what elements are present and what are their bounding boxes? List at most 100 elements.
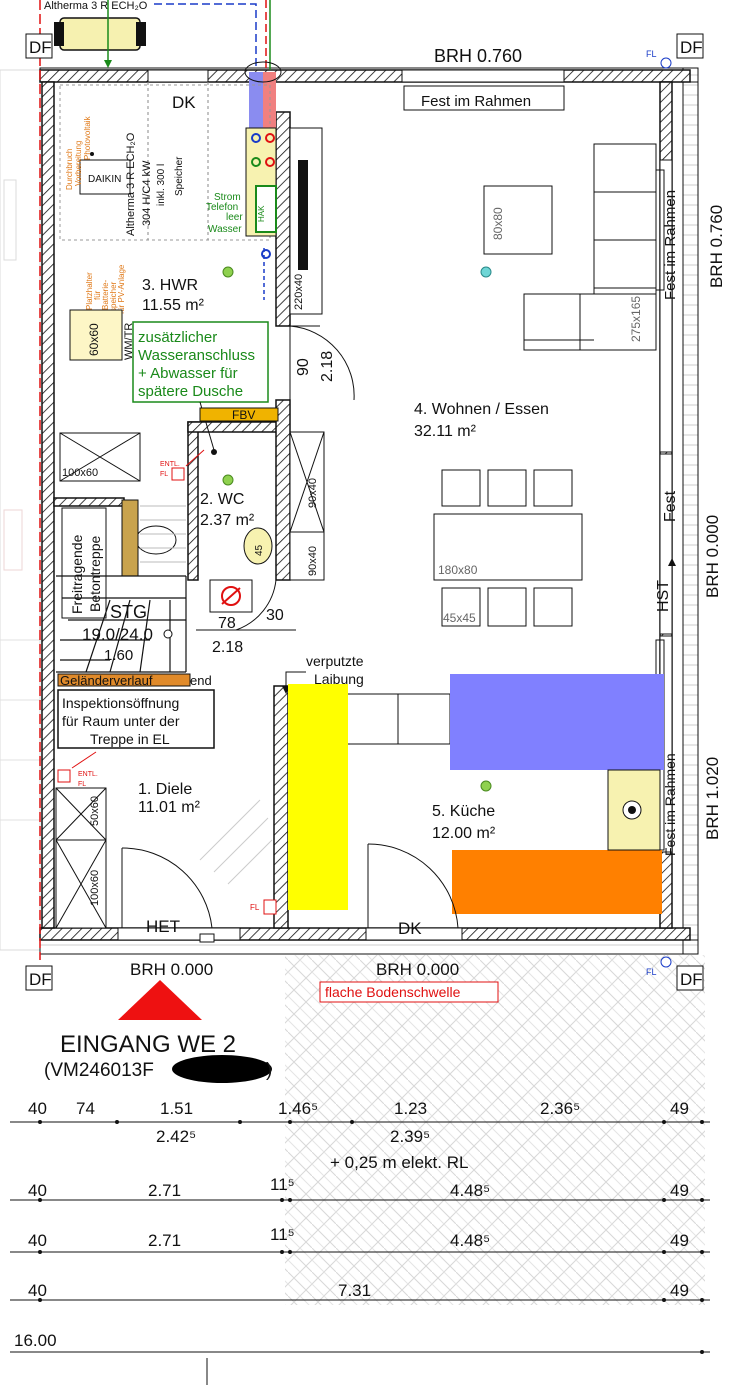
stair-dims: 19.0/24.0 [82,625,153,644]
wm-tr-label: WM/TR [123,323,135,360]
connection-leer: leer [226,212,243,223]
durchbruch-line-2: Vorbereitung [74,141,83,186]
terrace-paving [285,955,705,1305]
dim-r1-40: 40 [28,1099,47,1118]
verputzte-label: verputzte [306,653,364,669]
insulation-bottom [39,939,699,955]
kueche-area: 12.00 m² [432,825,496,842]
right-fest: Fest [662,490,679,522]
schwelle-label: flache Bodenschwelle [325,984,461,1000]
dim-r4-49: 49 [670,1181,689,1200]
hak-box [255,185,277,233]
dim-r4-4485: 4.48⁵ [450,1181,490,1200]
df-mark-bottom-left: DF [29,970,52,989]
dimension-ticks [38,1120,704,1354]
wc-door: 78 2.18 30 [196,579,296,656]
wc-shelf-bottom-label: 90x40 [307,546,319,576]
dim-r1-151: 1.51 [160,1099,193,1118]
entl-marker-hwr: ENTL. FL [160,449,205,481]
hwr-area: 11.55 m² [142,297,205,314]
wall-wc-left [187,421,199,581]
dusche-note-4: spätere Dusche [138,383,243,400]
platzhalter-5: für PV-Anlage [117,264,126,314]
connection-wasser: Wasser [208,224,242,235]
sofa [523,143,657,351]
entrance-arrow [118,980,202,1020]
dim-r5-40: 40 [28,1231,47,1250]
rail-label: Geländerverlauf [60,673,153,688]
wc-basin-label: 45 [254,544,265,556]
dim-r4-40: 40 [28,1181,47,1200]
top-brh: BRH 0.760 [434,46,522,66]
dim-r5-115: 11⁵ [270,1225,295,1244]
tv-unit [298,160,308,270]
fl-kitchen: FL [250,899,277,915]
stair-label-box [61,507,107,619]
altherma-spec-2: 304 H/C4 kW [141,160,153,226]
stool-label: 45x45 [443,611,476,625]
corner-marks: DF DF DF DF [25,33,704,991]
redacted-blot [172,1055,272,1083]
right-hst: HST [655,580,672,612]
diele-box-100x60-label: 100x60 [89,870,101,906]
kitchen-dk-label: DK [398,919,422,938]
staircase: Freitragende Betontreppe STG 19.0/24.0 1… [56,499,212,688]
fbv-label: FBV [232,408,255,422]
wc-toilet [135,525,177,555]
df-mark-top-left: DF [29,38,52,57]
wall-wc-right [275,399,291,581]
wc-basin [243,527,273,565]
wall-wc-top [187,421,285,433]
wc-room: 2. WC 2.37 m² 45 90x40 90x40 [123,431,325,613]
fl-mark-top: FL [646,49,657,59]
durchbruch-line-3: Photovoltaik [83,115,92,160]
entrance-door: HET [121,847,215,943]
wc-door-width: 78 [218,615,236,632]
dim-r5-49: 49 [670,1231,689,1250]
laibung-label: Laibung [314,671,364,687]
dim-r6-40: 40 [28,1281,47,1300]
hwr-room: DAIKIN Durchbruch Vorbereitung Photovolt… [59,82,323,482]
schwelle-box [319,981,499,1003]
wohnen-name: 4. Wohnen / Essen [414,401,549,418]
fl-marks: FL FL [646,49,672,977]
dim-r6-49: 49 [670,1281,689,1300]
light-kueche [480,780,492,792]
kitchen-block-yellow [288,684,348,910]
dim-r1-74: 74 [76,1099,95,1118]
wc-wall-thickness: 30 [266,607,284,624]
right-fest-im-rahmen-top: Fest im Rahmen [662,190,679,300]
het-label: HET [146,917,180,936]
right-brh-bottom: BRH 1.020 [703,757,722,840]
wall-stair-top [53,497,125,507]
diele-tile-hint [199,799,273,885]
connection-telefon: Telefon [206,202,238,213]
right-fest-im-rahmen-bottom: Fest im Rahmen [662,753,678,856]
svg-text:ENTL.: ENTL. [160,461,180,468]
daikin-label: DAIKIN [88,174,121,185]
altherma-spec-4: Speicher [174,156,185,196]
dim-r5-271: 2.71 [148,1231,181,1250]
hak-label: HAK [257,205,266,222]
wall-top [39,69,691,83]
diele-name: 1. Diele [138,781,192,798]
wall-hwr-right [275,111,291,327]
sofa-label: 275x165 [629,296,643,342]
insulation-right [682,67,699,955]
box-60x60-label: 60x60 [87,323,101,356]
wc-shelf-top-label: 90x40 [307,478,319,508]
wohnen-area: 32.11 m² [414,423,477,440]
shelf-100x60-label: 100x60 [62,467,98,479]
hst-arrow-head [668,558,676,566]
dim-r4-115: 11⁵ [270,1175,295,1194]
right-brh-top: BRH 0.760 [707,205,726,288]
inspection-2: für Raum unter der [62,713,180,729]
wall-kitchen-left [273,685,289,929]
dim-r1-49: 49 [670,1099,689,1118]
platzhalter-4: speicher [109,281,118,312]
svg-text:FL: FL [250,903,260,912]
brh-entrance: BRH 0.000 [130,960,213,979]
light-wohnen [480,266,492,278]
dimension-lines [10,1121,710,1385]
wc-shelf-bottom [289,531,325,581]
